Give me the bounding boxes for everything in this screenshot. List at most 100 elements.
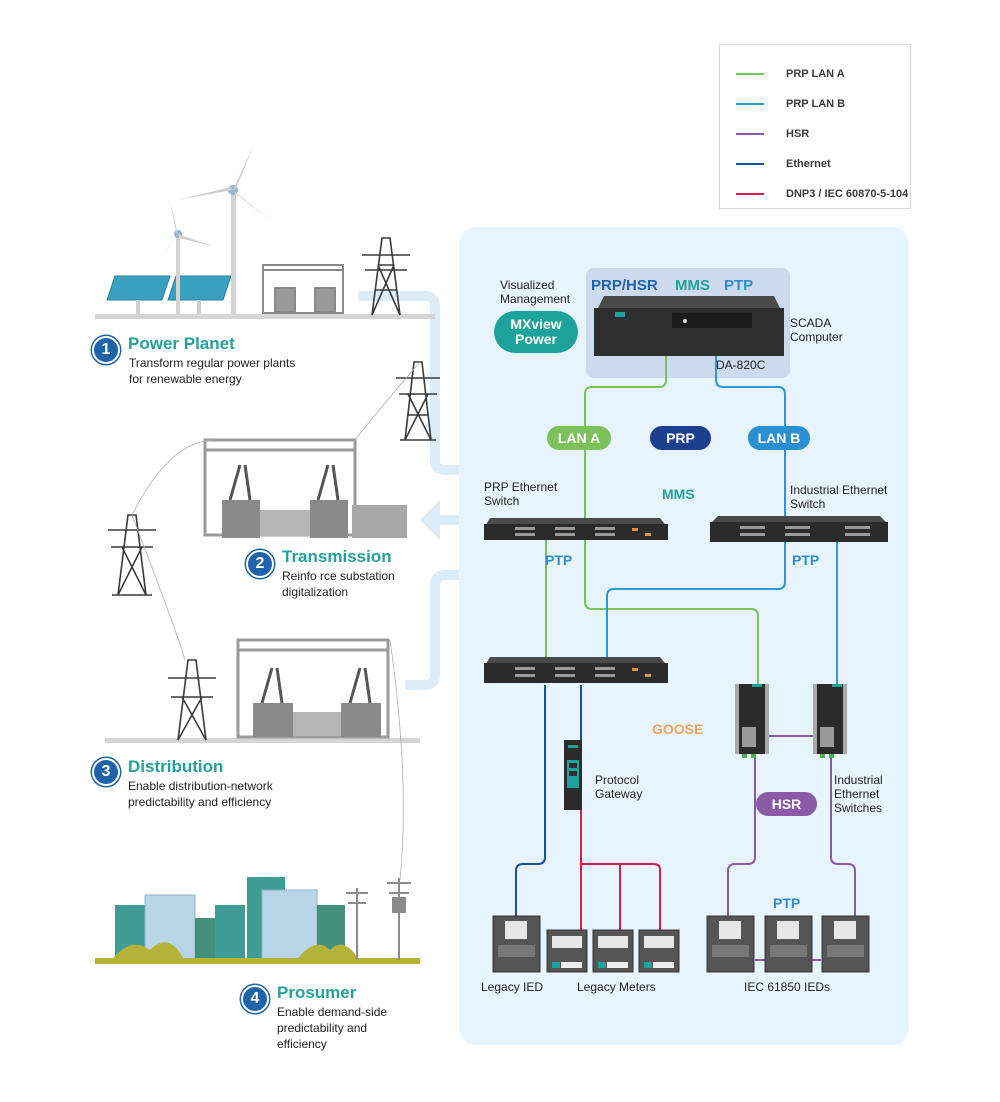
wire-lan-b-scada [715, 355, 786, 518]
wire-hsr-right [830, 755, 856, 918]
prosumer-scene [95, 877, 420, 964]
step-desc-line: Enable distribution-network [128, 779, 273, 793]
label-line: Protocol [595, 773, 640, 787]
step-desc-line: Transform regular power plants [129, 356, 296, 370]
legacy-meter-icon [592, 929, 634, 973]
step-desc-line: digitalization [282, 585, 349, 599]
protocol-prp-hsr: PRP/HSR [591, 277, 658, 294]
power-plant-scene [95, 142, 435, 319]
step-desc-line: efficiency [277, 1037, 327, 1051]
mxview-line: Power [514, 331, 557, 347]
prp-pill: PRP [650, 426, 711, 450]
step-desc-line: for renewable energy [129, 372, 242, 386]
step-number-badge: 4 [241, 985, 269, 1013]
legend-item-dnp3: DNP3 / IEC 60870-5-104 [720, 185, 908, 203]
label-line: Visualized [500, 278, 555, 292]
label-line: Gateway [595, 787, 643, 801]
label-line: Computer [790, 330, 843, 344]
iec-ied-icon [764, 915, 813, 973]
din-rail-switch-icon [735, 684, 769, 758]
prp-ethernet-switch-icon-2 [484, 657, 668, 683]
arrow-transmission [420, 500, 440, 540]
legend-item-lan-b: PRP LAN B [720, 95, 845, 113]
mxview-line: MXview [510, 316, 562, 332]
step-desc-line: predictability and efficiency [128, 795, 272, 809]
substation-icon [262, 264, 344, 314]
mms-label: MMS [662, 486, 695, 502]
transformer-icon [310, 500, 348, 538]
legend-swatch [736, 163, 764, 165]
protocol-mms: MMS [675, 277, 710, 294]
step-desc: Enable demand-side predictability and ef… [277, 1004, 387, 1052]
legend-swatch [736, 193, 764, 195]
step-title-distribution: Distribution [128, 757, 224, 776]
visualized-management-label: Visualized Management [500, 278, 570, 306]
protocol-gateway-icon [564, 740, 582, 810]
legend-swatch [736, 103, 764, 105]
transformer-icon [222, 500, 260, 538]
legacy-ied-icon [492, 915, 541, 973]
prp-ethernet-switch-icon [484, 518, 668, 540]
step-desc-line: Reinfo rce substation [282, 569, 395, 583]
legacy-meter-icon [638, 929, 680, 973]
step-desc-line: predictability and [277, 1021, 368, 1035]
legend-swatch [736, 133, 764, 135]
ground-line [95, 958, 420, 964]
wire-hsr-left [727, 755, 756, 918]
legacy-meter-icon [546, 929, 588, 973]
legend-item-hsr: HSR [720, 125, 809, 143]
protocol-ptp: PTP [724, 277, 754, 294]
step-title-transmission: Transmission [282, 547, 392, 566]
arrow-distribution [405, 570, 460, 690]
industrial-switch-label: Industrial Ethernet Switch [790, 483, 887, 511]
hsr-pill: HSR [756, 792, 817, 816]
legend-item-ethernet: Ethernet [720, 155, 831, 173]
transmission-tower-icon-2 [396, 361, 440, 441]
ptp-label-left: PTP [545, 552, 573, 568]
utility-pole-icon [346, 878, 411, 960]
step-title-prosumer: Prosumer [277, 983, 357, 1002]
label-line: SCADA [790, 316, 832, 330]
step-desc: Transform regular power plants for renew… [129, 355, 295, 387]
industrial-switches-label: Industrial Ethernet Switches [834, 773, 883, 815]
arrow-power-planet [358, 291, 460, 475]
legend-swatch [736, 73, 764, 75]
legacy-ied-label: Legacy IED [481, 980, 544, 994]
goose-label: GOOSE [652, 721, 704, 737]
mxview-power-badge[interactable]: MXview Power [494, 311, 578, 353]
legend: PRP LAN A PRP LAN B HSR Ethernet DNP3 / … [719, 44, 911, 209]
iec-ieds-label: IEC 61850 IEDs [744, 980, 831, 994]
wind-turbine-icon [158, 142, 273, 315]
legend-label: HSR [786, 128, 810, 140]
step-desc: Reinfo rce substation digitalization [282, 568, 395, 600]
legend-label: PRP LAN A [786, 68, 845, 80]
wire-lan-a-scada [584, 355, 667, 518]
solar-panel-icon [106, 275, 232, 314]
legend-label: Ethernet [786, 158, 831, 170]
prp-switch-label: PRP Ethernet Switch [484, 480, 557, 508]
step-number-badge: 2 [246, 550, 274, 578]
ptp-label-ieds: PTP [773, 895, 801, 911]
wire-ethernet-legacy-ied [515, 685, 546, 918]
lan-a-pill: LAN A [547, 426, 611, 450]
transmission-tower-icon-4 [168, 659, 216, 741]
label-line: Ethernet [834, 787, 880, 801]
transmission-scene [108, 361, 421, 661]
transmission-tower-icon [362, 237, 410, 316]
step-number-badge: 1 [92, 336, 120, 364]
legend-item-lan-a: PRP LAN A [720, 65, 845, 83]
distribution-scene [105, 638, 420, 881]
scada-model-label: DA-820C [716, 358, 766, 372]
protocol-gateway-label: Protocol Gateway [595, 773, 642, 801]
din-rail-switch-icon-2 [813, 684, 847, 758]
ground-line [95, 314, 435, 319]
label-line: Switch [790, 497, 826, 511]
legacy-meters-label: Legacy Meters [577, 980, 656, 994]
transformer-icon [341, 703, 381, 737]
label-line: Switch [484, 494, 520, 508]
ptp-label-right: PTP [792, 552, 820, 568]
legend-label: PRP LAN B [786, 98, 846, 110]
